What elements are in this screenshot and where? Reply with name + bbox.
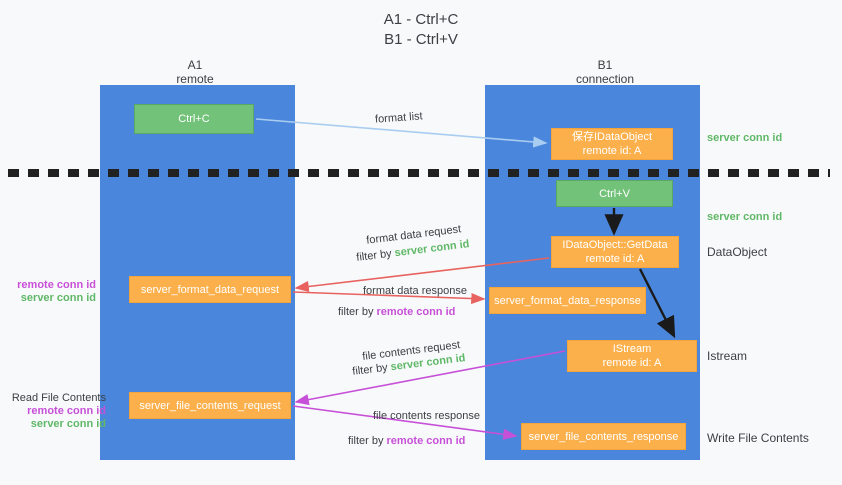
note-istream: Istream — [707, 349, 748, 363]
caption-file-contents-response-filter: filter by remote conn id — [348, 434, 465, 448]
box-save-idataobject-line2: remote id: A — [582, 145, 642, 157]
filter-prefix: filter by — [338, 306, 377, 318]
box-ctrl-c-label: Ctrl+C — [178, 113, 210, 125]
box-server-file-contents-request[interactable]: server_file_contents_request — [129, 392, 291, 419]
note-remote-conn-id-1: remote conn id — [17, 279, 96, 291]
caption-format-data-response-filter: filter by remote conn id — [338, 305, 455, 319]
box-server-format-data-request[interactable]: server_format_data_request — [129, 276, 291, 303]
box-getdata-line1: IDataObject::GetData — [562, 239, 668, 251]
box-server-format-data-response[interactable]: server_format_data_response — [489, 287, 646, 314]
filter-value-remote-conn-id: remote conn id — [376, 306, 456, 318]
box-save-idataobject-line1: 保存IDataObject — [571, 131, 653, 143]
note-server-conn-id-top: server conn id — [707, 132, 783, 144]
caption-file-contents-response: file contents response — [373, 409, 480, 423]
column-header-b1: B1 connection — [530, 58, 680, 86]
column-a1-subtitle: remote — [176, 72, 214, 86]
note-server-conn-id-1: server conn id — [20, 292, 96, 304]
caption-format-data-response: format data response — [363, 284, 467, 298]
box-server-file-contents-response[interactable]: server_file_contents_response — [521, 423, 686, 450]
box-ctrl-c[interactable]: Ctrl+C — [134, 104, 254, 134]
box-idataobject-getdata[interactable]: IDataObject::GetData remote id: A — [551, 236, 679, 268]
caption-format-data-response-text: format data response — [363, 285, 467, 297]
caption-format-list-text: format list — [374, 110, 424, 126]
caption-format-list: format list — [375, 109, 424, 126]
note-dataobject: DataObject — [707, 245, 768, 259]
column-b1-name: B1 — [597, 58, 613, 72]
note-conn-ids-format: remote conn id server conn id — [8, 279, 96, 305]
box-istream[interactable]: IStream remote id: A — [567, 340, 697, 372]
note-server-conn-id-mid: server conn id — [707, 211, 783, 223]
note-write-file-contents: Write File Contents — [707, 431, 809, 445]
column-b1-subtitle: connection — [575, 72, 635, 86]
filter-prefix: filter by — [355, 247, 396, 264]
title-line-2: B1 - Ctrl+V — [384, 31, 458, 48]
box-ctrl-v-label: Ctrl+V — [599, 187, 630, 200]
box-server-format-data-response-label: server_format_data_response — [494, 294, 641, 307]
box-getdata-line2: remote id: A — [585, 253, 645, 265]
box-server-file-contents-response-label: server_file_contents_response — [528, 430, 679, 443]
box-istream-line2: remote id: A — [602, 357, 662, 369]
box-ctrl-v[interactable]: Ctrl+V — [556, 180, 673, 207]
box-istream-line1: IStream — [612, 343, 652, 355]
filter-prefix: filter by — [348, 435, 387, 447]
note-read-file-contents: Read File Contents — [11, 392, 106, 404]
box-server-file-contents-request-label: server_file_contents_request — [139, 399, 281, 412]
caption-file-contents-response-text: file contents response — [373, 410, 481, 422]
box-save-idataobject[interactable]: 保存IDataObject remote id: A — [551, 128, 673, 160]
note-remote-conn-id-2: remote conn id — [27, 405, 106, 417]
column-a1-name: A1 — [187, 58, 203, 72]
note-read-file-contents-group: Read File Contents remote conn id server… — [8, 392, 106, 431]
diagram-title: A1 - Ctrl+C B1 - Ctrl+V — [0, 10, 842, 50]
filter-prefix: filter by — [351, 361, 392, 378]
title-line-1: A1 - Ctrl+C — [383, 11, 459, 28]
filter-value-remote-conn-id: remote conn id — [386, 435, 466, 447]
note-server-conn-id-2: server conn id — [30, 418, 106, 430]
box-server-format-data-request-label: server_format_data_request — [140, 283, 280, 296]
column-header-a1: A1 remote — [120, 58, 270, 86]
